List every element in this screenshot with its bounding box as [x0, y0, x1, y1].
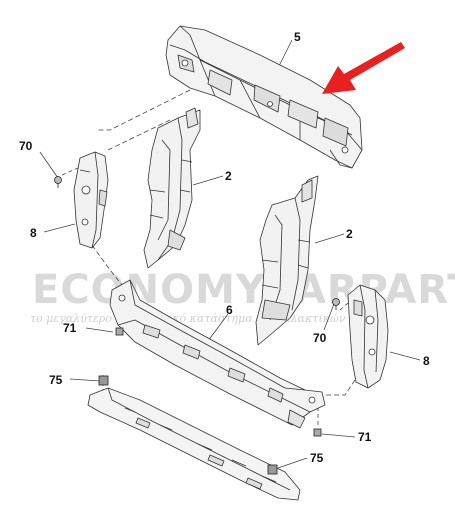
bolt-70-right: [332, 298, 340, 310]
leader-2-left: [192, 175, 224, 186]
callout-70-left: 70: [19, 139, 33, 153]
callout-70-right: 70: [313, 331, 327, 345]
leader-75-left: [69, 378, 101, 382]
callout-71-left: 71: [63, 321, 77, 335]
leader-70-right: [323, 303, 335, 331]
part-2-right-deflector: [255, 175, 319, 346]
fasteners: [54, 176, 340, 475]
callout-2-left: 2: [225, 169, 232, 183]
nut-75-left: [98, 375, 109, 386]
bolt-71-left: [115, 327, 124, 336]
dash-line-2-to-8: [107, 119, 171, 151]
leader-70-left: [39, 151, 59, 179]
leader-5: [277, 39, 293, 69]
callout-8-left: 8: [30, 226, 37, 240]
dash-line-8-to-6: [91, 244, 123, 286]
callout-labels: 5 2 2 70 70 8 8 6 71 71 75 75: [19, 30, 430, 465]
bolt-71-right: [313, 428, 322, 437]
watermark-tagline: το μεγαλύτερο ηλεκτρονικό κατάστημα αντα…: [30, 312, 346, 325]
watermark: ECONOMYCARPARTS.GR το μεγαλύτερο ηλεκτρο…: [30, 267, 455, 325]
part-8-left-bracket: [73, 151, 109, 249]
nut-75-right: [267, 464, 278, 475]
leader-8-left: [43, 223, 76, 233]
callout-6: 6: [226, 303, 233, 317]
part-2-left-deflector: [143, 107, 201, 269]
bolt-70-left: [54, 176, 62, 188]
callout-8-right: 8: [423, 354, 430, 368]
callout-75-right: 75: [310, 451, 324, 465]
callout-71-right: 71: [358, 430, 372, 444]
dash-line-70-left: [61, 167, 79, 176]
callout-75-left: 75: [49, 373, 63, 387]
leader-75-right: [277, 457, 308, 469]
leader-71-right: [321, 433, 356, 438]
leader-2-right: [314, 233, 345, 244]
red-arrow-indicator: [322, 42, 405, 94]
part-8-right-bracket: [347, 284, 389, 389]
part-5-upper-crossmember: [165, 25, 363, 169]
dash-line-5-to-8: [97, 89, 191, 131]
part-6-lower-crossmember: [109, 279, 326, 429]
callout-5: 5: [294, 30, 301, 44]
watermark-brand: ECONOMYCARPARTS.GR: [32, 267, 455, 313]
leader-71-left: [85, 327, 114, 333]
dash-line-6-to-8: [318, 379, 356, 396]
bottom-skid-plate: [87, 387, 301, 501]
leader-8-right: [389, 351, 421, 361]
callout-2-right: 2: [346, 227, 353, 241]
